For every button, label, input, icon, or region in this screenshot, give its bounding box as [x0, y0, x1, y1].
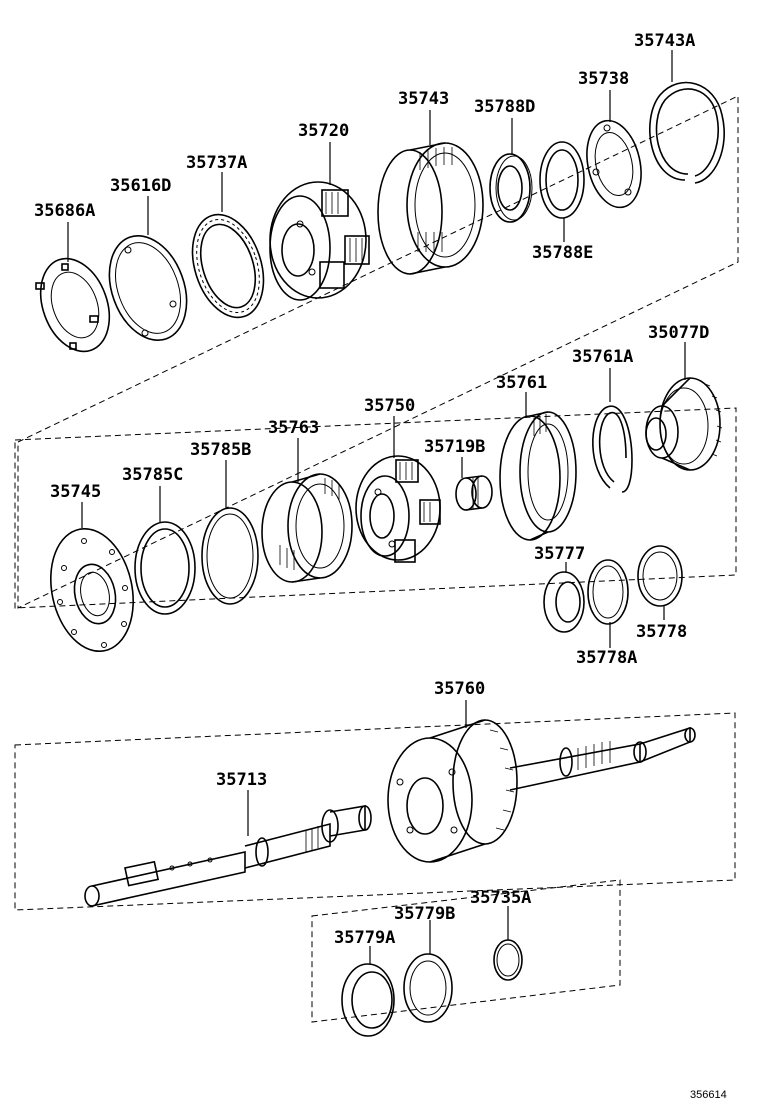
part-35720 — [269, 181, 370, 301]
part-35778A — [587, 559, 629, 625]
label-35713: 35713 — [216, 770, 267, 790]
label-35785C: 35785C — [122, 465, 183, 485]
part-35785C — [134, 521, 196, 615]
part-35761A — [592, 405, 633, 493]
label-35719B: 35719B — [424, 437, 485, 457]
part-35745 — [50, 527, 134, 653]
label-35616D: 35616D — [110, 176, 171, 196]
label-35735A: 35735A — [470, 888, 531, 908]
part-35743 — [377, 142, 484, 275]
label-35779B: 35779B — [394, 904, 455, 924]
part-35713 — [84, 805, 372, 907]
part-35788E — [539, 141, 585, 219]
middle-group-outline — [14, 407, 737, 609]
part-35779A — [341, 963, 395, 1037]
shaft-group-outline — [14, 712, 736, 911]
part-35737A — [191, 213, 265, 319]
part-35719B — [455, 475, 493, 511]
label-35760: 35760 — [434, 679, 485, 699]
label-35777: 35777 — [534, 544, 585, 564]
part-35788D — [489, 153, 533, 223]
part-35777 — [543, 571, 585, 633]
label-35778A: 35778A — [576, 648, 637, 668]
lower-group-outline — [311, 879, 621, 1023]
part-35616D — [108, 234, 188, 342]
leader-lines — [67, 50, 686, 964]
part-35760 — [387, 719, 696, 863]
part-35763 — [261, 473, 353, 583]
label-35077D: 35077D — [648, 323, 709, 343]
part-35778 — [637, 545, 683, 607]
label-35737A: 35737A — [186, 153, 247, 173]
part-35077D — [645, 377, 723, 471]
label-35720: 35720 — [298, 121, 349, 141]
label-35745: 35745 — [50, 482, 101, 502]
part-35750 — [355, 455, 441, 563]
part-35743A — [649, 81, 725, 184]
label-35785B: 35785B — [190, 440, 251, 460]
part-35735A — [493, 939, 523, 981]
label-35779A: 35779A — [334, 928, 395, 948]
part-35779B — [403, 953, 453, 1023]
label-35788E: 35788E — [532, 243, 593, 263]
part-35686A — [35, 257, 111, 353]
label-35750: 35750 — [364, 396, 415, 416]
label-35743A: 35743A — [634, 31, 695, 51]
part-35785B — [201, 507, 259, 605]
label-35788D: 35788D — [474, 97, 535, 117]
label-35738: 35738 — [578, 69, 629, 89]
label-35778: 35778 — [636, 622, 687, 642]
label-35743: 35743 — [398, 89, 449, 109]
label-35686A: 35686A — [34, 201, 95, 221]
upper-group-outline — [17, 95, 739, 609]
part-35738 — [586, 119, 642, 209]
label-35761: 35761 — [496, 373, 547, 393]
label-35761A: 35761A — [572, 347, 633, 367]
label-35763: 35763 — [268, 418, 319, 438]
figure-number: 356614 — [690, 1089, 727, 1101]
part-35761 — [499, 411, 577, 541]
